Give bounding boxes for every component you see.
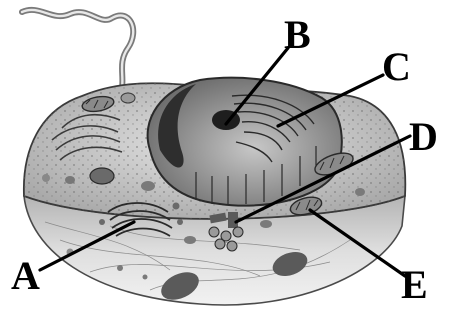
label-e: E <box>401 265 428 305</box>
vesicle <box>141 181 155 191</box>
vesicle <box>260 220 272 228</box>
vesicle <box>117 265 123 271</box>
flagellum <box>22 10 133 88</box>
label-b: B <box>284 15 311 55</box>
vesicle <box>42 174 50 182</box>
vesicle <box>121 93 135 103</box>
vesicle <box>143 275 148 280</box>
vesicle <box>99 219 105 225</box>
label-d: D <box>409 117 438 157</box>
label-c: C <box>382 47 411 87</box>
vesicle <box>184 236 196 244</box>
lysosome <box>90 168 114 184</box>
label-a: A <box>11 256 40 296</box>
vesicle <box>173 203 180 210</box>
vesicle <box>355 188 365 196</box>
vesicle <box>65 176 75 184</box>
vesicle <box>177 219 183 225</box>
